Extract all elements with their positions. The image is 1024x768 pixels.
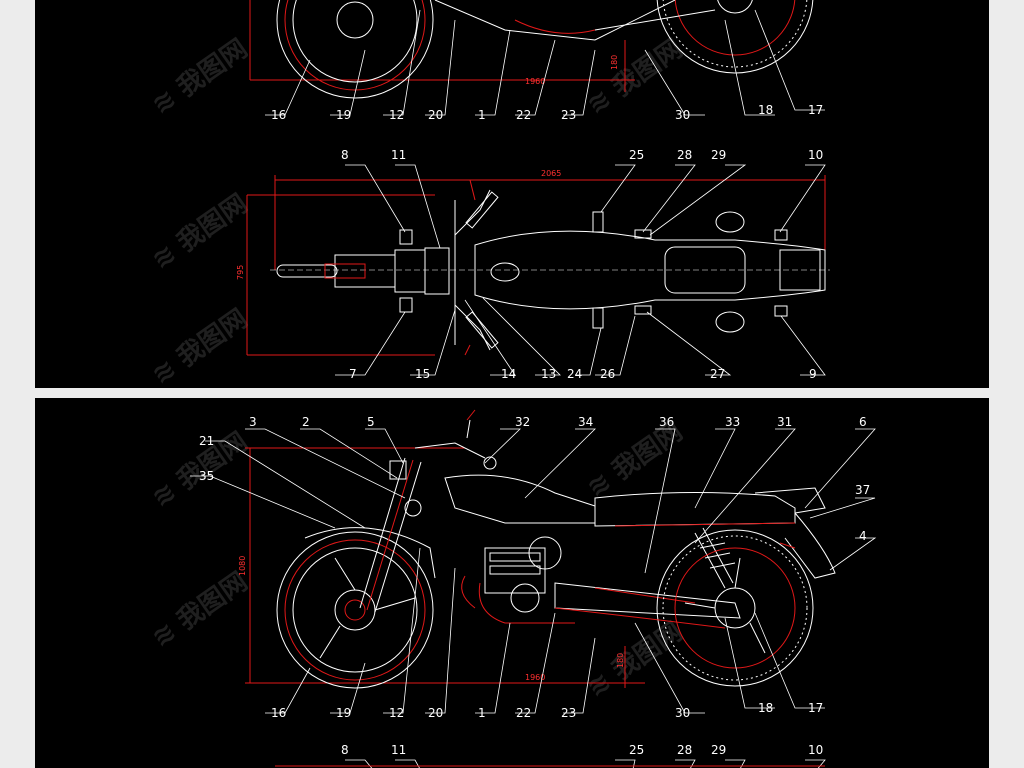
callout-label: 16 — [271, 108, 286, 122]
callout-label: 11 — [391, 148, 406, 162]
callout-label: 29 — [711, 743, 726, 757]
callout-label: 21 — [199, 434, 214, 448]
bottom-drawing-panel: ≋ 我图网 ≋ 我图网 ≋ 我图网 ≋ 我图网 1080 1960 180 — [35, 398, 989, 768]
watermark: ≋ 我图网 — [147, 567, 253, 654]
plan-view: 2065 795 — [236, 169, 830, 356]
callout-label: 24 — [567, 367, 582, 381]
side-view-top-callouts: 21 35 3 2 5 32 34 36 33 31 6 37 4 — [190, 415, 877, 574]
callout-label: 8 — [341, 148, 349, 162]
callout-label: 17 — [808, 701, 823, 715]
callout-label: 3 — [249, 415, 257, 429]
watermark: ≋ 我图网 — [582, 417, 688, 504]
callout-label: 20 — [428, 108, 443, 122]
callout-label: 29 — [711, 148, 726, 162]
callout-label: 27 — [710, 367, 725, 381]
callout-label: 32 — [515, 415, 530, 429]
plan-view-partial: 8 11 25 28 29 10 — [275, 743, 826, 768]
callout-label: 8 — [341, 743, 349, 757]
side-view-partial: 1960 180 — [249, 0, 814, 99]
callout-label: 15 — [415, 367, 430, 381]
callout-label: 31 — [777, 415, 792, 429]
callout-label: 2 — [302, 415, 310, 429]
callout-label: 19 — [336, 706, 351, 720]
callout-label: 30 — [675, 706, 690, 720]
callout-label: 34 — [578, 415, 593, 429]
watermark: ≋ 我图网 — [147, 304, 253, 388]
callout-label: 12 — [389, 706, 404, 720]
callout-label: 9 — [809, 367, 817, 381]
callout-label: 33 — [725, 415, 740, 429]
callout-label: 37 — [855, 483, 870, 497]
callout-label: 4 — [859, 529, 867, 543]
callout-label: 6 — [859, 415, 867, 429]
side-view-top-callouts: 16 19 12 20 1 22 23 30 18 17 — [265, 9, 825, 122]
callout-label: 14 — [501, 367, 516, 381]
callout-label: 23 — [561, 706, 576, 720]
callout-label: 19 — [336, 108, 351, 122]
watermark: ≋ 我图网 — [582, 34, 688, 121]
top-drawing-svg: ≋ 我图网 ≋ 我图网 ≋ 我图网 ≋ 我图网 1960 180 1 — [147, 0, 830, 388]
callout-label: 26 — [600, 367, 615, 381]
callout-label: 1 — [478, 108, 486, 122]
bottom-drawing-svg: ≋ 我图网 ≋ 我图网 ≋ 我图网 ≋ 我图网 1080 1960 180 — [147, 409, 877, 768]
callout-label: 22 — [516, 706, 531, 720]
callout-label: 7 — [349, 367, 357, 381]
side-view: 1080 1960 180 — [238, 409, 836, 689]
dim-length: 1960 — [525, 77, 545, 86]
callout-label: 10 — [808, 148, 823, 162]
callout-label: 18 — [758, 701, 773, 715]
dim-height: 1080 — [238, 556, 247, 576]
watermark: ≋ 我图网 — [147, 189, 253, 276]
watermark: ≋ 我图网 — [147, 34, 253, 121]
dim-total-length: 2065 — [541, 169, 561, 178]
callout-label: 30 — [675, 108, 690, 122]
callout-label: 20 — [428, 706, 443, 720]
callout-label: 5 — [367, 415, 375, 429]
plan-view-callouts: 8 11 25 28 29 10 7 15 14 13 24 26 27 9 — [335, 148, 826, 381]
side-view-bottom-callouts: 16 19 12 20 1 22 23 30 18 17 — [265, 547, 825, 720]
callout-label: 23 — [561, 108, 576, 122]
callout-label: 25 — [629, 148, 644, 162]
top-drawing-panel: ≋ 我图网 ≋ 我图网 ≋ 我图网 ≋ 我图网 1960 180 1 — [35, 0, 989, 388]
dim-wheel: 180 — [610, 55, 619, 70]
callout-label: 35 — [199, 469, 214, 483]
callout-label: 13 — [541, 367, 556, 381]
callout-label: 12 — [389, 108, 404, 122]
callout-label: 25 — [629, 743, 644, 757]
callout-label: 11 — [391, 743, 406, 757]
callout-label: 28 — [677, 743, 692, 757]
callout-label: 22 — [516, 108, 531, 122]
dim-length: 1960 — [525, 673, 545, 682]
dim-width: 795 — [236, 265, 245, 280]
callout-label: 1 — [478, 706, 486, 720]
callout-label: 18 — [758, 103, 773, 117]
callout-label: 36 — [659, 415, 674, 429]
callout-label: 28 — [677, 148, 692, 162]
callout-label: 10 — [808, 743, 823, 757]
callout-label: 17 — [808, 103, 823, 117]
callout-label: 16 — [271, 706, 286, 720]
dim-wheel: 180 — [616, 653, 625, 668]
